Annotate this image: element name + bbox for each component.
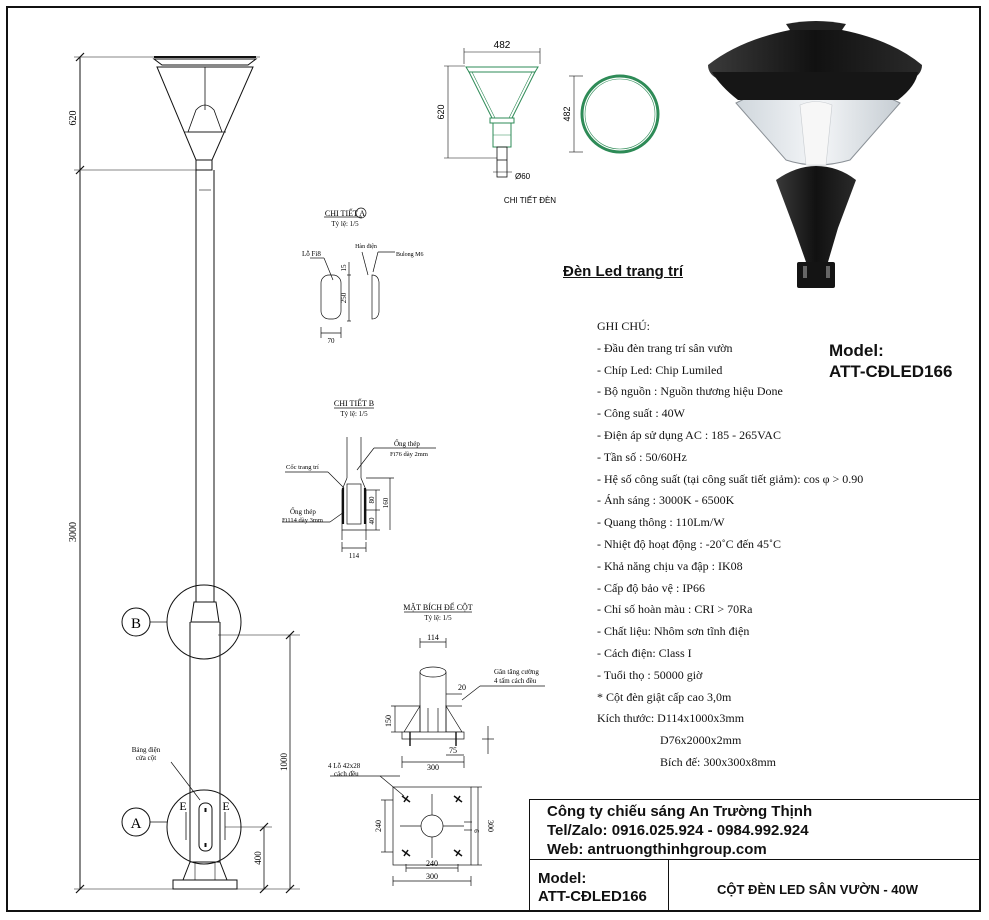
e-mark-left: E [179,799,186,813]
flange-holes: 4 Lỗ 42x28 [328,762,361,770]
note-item: - Ánh sáng : 3000K - 6500K [597,493,735,508]
detail-b-dim-40: 40 [368,517,376,525]
dim-3000: 3000 [68,522,79,542]
note-item: * Cột đèn giật cấp cao 3,0m [597,689,732,704]
company-block: Công ty chiếu sáng An Trường Thịnh Tel/Z… [529,799,981,859]
cua-cot-label: cửa cột [136,754,156,762]
model-right-line1: Model: [829,341,884,360]
note-item: - Chất liệu: Nhôm sơn tĩnh điện [597,624,750,639]
detail-b-dim-80: 80 [368,496,376,504]
bang-dien-label: Bảng điện [132,746,161,754]
flange-elevation [391,611,545,768]
dim-620-lamp: 620 [436,104,446,119]
detail-a-scale: Tỷ lệ: 1/5 [331,220,359,228]
detail-b-dim-114: 114 [349,552,360,560]
flange-dim-240-bottom: 240 [426,859,438,868]
company-phone: Tel/Zalo: 0916.025.924 - 0984.992.924 [547,822,809,839]
note-item: - Quang thông : 110Lm/W [597,515,725,530]
detail-b-title: CHI TIẾT B [334,398,374,408]
note-item: - Khả năng chịu va đập : IK08 [597,558,743,573]
flange-dim-75: 75 [449,746,457,755]
detail-a-han-dien: Hàn điện [355,244,377,250]
flange-dim-240-left: 240 [374,820,383,832]
note-item: - Cách điện: Class I [597,645,692,660]
note-item: D76x2000x2mm [660,733,742,748]
lamp-detail [444,48,660,178]
note-item: - Công suất : 40W [597,406,685,421]
detail-b-dim-160: 160 [382,497,390,508]
note-item: - Nhiệt độ hoạt động : -20˚C đến 45˚C [597,536,781,551]
flange-dim-300-bottom: 300 [426,872,438,881]
dim-phi60: Ø60 [515,172,531,181]
flange-dim-300-right: 300 [486,820,495,832]
detail-a-title: CHI TIẾT A [325,208,365,218]
notes-list: GHI CHÚ: - Đầu đèn trang trí sân vườn - … [597,316,917,774]
note-item: - Tuổi thọ : 50000 giờ [597,667,703,682]
detail-a-dim-70: 70 [328,337,336,345]
pole-elevation [74,52,300,894]
e-mark-right: E [222,799,229,813]
flange-gan: Gân tăng cường [494,668,539,676]
chi-tiet-den-label: CHI TIẾT ĐÈN [504,195,556,205]
drawing-frame [6,6,981,912]
detail-b-scale: Tỷ lệ: 1/5 [340,410,368,418]
company-name: Công ty chiếu sáng An Trường Thịnh [547,803,813,820]
product-name: CỘT ĐÈN LED SÂN VƯỜN - 40W [669,859,981,912]
detail-b-coc: Cốc trang trí [286,464,319,471]
note-item: - Chíp Led: Chip Lumiled [597,362,723,377]
flange-dim-114: 114 [427,633,439,642]
note-item: - Điện áp sử dụng AC : 185 - 265VAC [597,427,781,442]
flange-dim-150: 150 [384,715,393,727]
dim-482-side: 482 [562,106,572,121]
detail-b-ong-thep-bot: Ống thép [290,508,316,516]
detail-a-bulong: Bulong M6 [396,252,424,258]
detail-b-ong-thep-top: Ống thép [394,440,420,448]
flange-dim-20: 20 [458,683,466,692]
note-item: - Chỉ số hoàn màu : CRI > 70Ra [597,602,753,617]
detail-b-ong-thep-top-spec: Fi76 dày 2mm [390,451,428,458]
circle-b-label: B [131,616,141,632]
note-heading: GHI CHÚ: [597,319,650,333]
detail-a [310,207,395,338]
detail-b-ong-thep-bot-spec: Fi114 dày 3mm [282,517,323,524]
detail-b [282,407,436,552]
dim-1000: 1000 [279,753,289,772]
note-item: - Tần số : 50/60Hz [597,449,687,464]
model-right: Model: ATT-CĐLED166 [829,340,952,382]
note-item: - Đầu đèn trang trí sân vườn [597,340,733,355]
detail-a-dim-15: 15 [340,264,348,272]
flange-gan-spec: 4 tấm cách đều [494,677,537,685]
note-item: Bích đế: 300x300x8mm [660,754,776,769]
detail-a-dim-250: 250 [340,292,348,303]
dim-482-top: 482 [494,40,511,51]
lamp-title: Đèn Led trang trí [563,263,684,280]
model-right-line2: ATT-CĐLED166 [829,362,953,381]
note-item: - Bộ nguồn : Nguồn thương hiệu Done [597,384,783,399]
flange-title: MẶT BÍCH ĐẾ CỘT [403,602,473,612]
model-bottom-line2: ATT-CĐLED166 [538,888,647,905]
lamp-photo [708,21,922,288]
dim-620-left: 620 [68,111,79,126]
model-bottom-line1: Model: [538,870,587,887]
flange-scale: Tỷ lệ: 1/5 [424,614,452,622]
note-item: - Cấp độ bảo vệ : IP66 [597,580,705,595]
flange-dim-300-side: 300 [427,763,439,772]
flange-plan [330,775,482,886]
note-item: Kích thước: D114x1000x3mm [597,711,745,726]
note-item: - Hệ số công suất (tại công suất tiết gi… [597,471,864,486]
circle-a-label: A [131,816,142,832]
model-bottom: Model: ATT-CĐLED166 [529,859,669,912]
dim-400: 400 [253,851,263,865]
company-web: Web: antruongthinhgroup.com [547,841,767,858]
flange-dim-6: 6 [472,829,480,833]
detail-a-lo: Lỗ Fi8 [302,250,321,258]
flange-holes-spec: cách đều [334,770,359,778]
